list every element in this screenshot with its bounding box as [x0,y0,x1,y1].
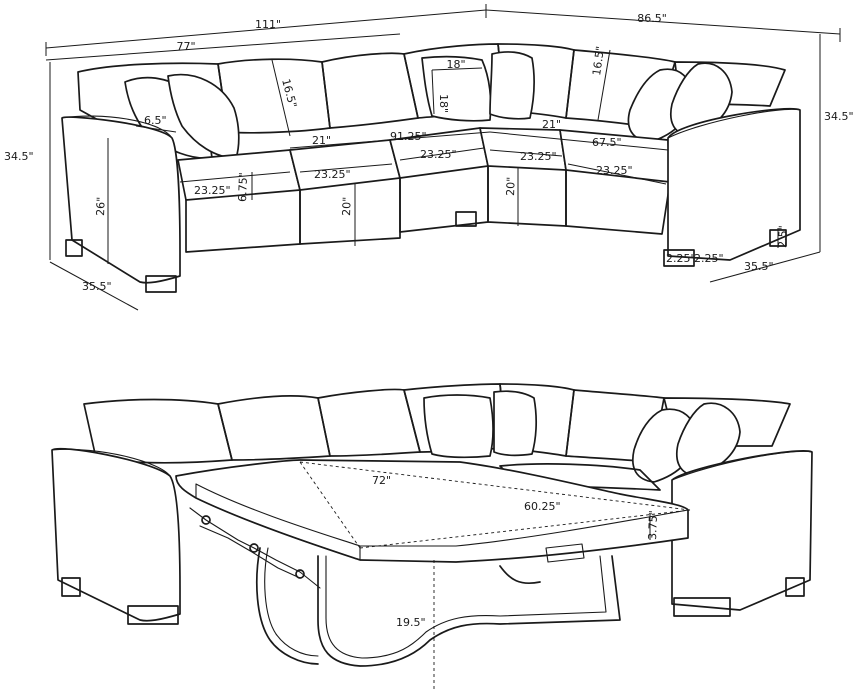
dim-line-mattress-diagonal [359,509,691,549]
throw-pillow-center-1 [421,55,492,122]
throw-pillow-center-2 [489,51,536,120]
label-seat-cushion-5: 23.25" [596,164,633,177]
label-height-left: 34.5" [4,150,34,163]
label-depth-right: 35.5" [744,260,774,273]
sleeper-mechanism [189,507,321,589]
label-inner-left: 91.25" [390,130,427,143]
label-seat-height-corner: 20" [504,177,518,197]
seat-cushion-4 [479,127,567,171]
label-seat-cushion-1: 23.25" [194,184,231,197]
right-arm-top [667,108,801,139]
label-seat-cushion-4: 23.25" [520,150,557,163]
sleeper-left-front-leg [127,605,179,625]
label-leg-height: 2.5" [776,225,790,248]
sleeper-frame-rail [499,565,541,585]
sleeper-frame-leg-side-inner [264,547,319,657]
sectional-base-front-right-2 [565,169,671,235]
sleeper-left-arm [51,447,181,622]
dim-line-pillow-height [431,69,435,115]
sleeper-hinge-2 [249,543,259,553]
dim-line-seat-1 [179,171,291,183]
left-arm [61,116,181,284]
left-front-leg [145,275,177,293]
sleeper-hinge-1 [201,515,211,525]
sleeper-pillow-center-2 [493,390,538,457]
left-arm-top [61,115,173,139]
sleeper-mattress [175,459,689,563]
label-mattress-width: 60.25" [524,500,561,513]
dim-line-pillow-width [431,67,483,71]
sleeper-pillow-center-1 [423,394,494,459]
back-cushion-left-2 [321,52,419,129]
sectional-base-front-right [487,165,567,227]
dim-line-seat-3 [399,147,485,161]
right-front-leg [663,249,695,267]
label-arm-width: 6.5" [144,114,167,127]
sleeper-drawing: 72" 60.25" 3.75" 19.5" [51,383,813,690]
label-cushion-thickness: 6.75" [236,172,250,202]
left-back-leg [65,239,83,257]
label-leg-width-a: 2.25" [666,252,696,265]
sleeper-hinge-3 [295,569,305,579]
dim-line-back-height-left [271,59,291,137]
right-arm [667,107,801,261]
sleeper-back-cushion-1 [83,398,233,464]
label-depth-left: 35.5" [82,280,112,293]
dim-line-depth-left [49,261,139,311]
label-overall-width: 111" [255,18,281,31]
dim-line-arm-width [135,125,177,133]
sleeper-right-front-leg [673,597,731,617]
sleeper-left-back-leg [61,577,81,597]
sleeper-mattress-edge [359,509,689,547]
dim-line-inner-left [289,131,491,149]
dim-line-seat-5 [567,163,667,185]
sleeper-back-cushion-3 [317,388,421,457]
label-back-height-right: 16.5" [590,45,607,76]
label-mattress-thickness: 3.75" [646,510,660,540]
sleeper-right-arm-top [671,450,813,481]
sleeper-right-back-leg [785,577,805,597]
sleeper-back-cushion-2 [217,395,331,461]
sleeper-frame-leg-front [317,555,621,667]
label-bed-height: 19.5" [396,616,426,629]
right-far-leg [455,211,477,227]
label-seat-cushion-2: 23.25" [314,168,351,181]
dim-line-seat-4 [489,149,563,157]
dim-line-back-height-right [597,49,611,121]
label-inner-right: 67.5" [592,136,622,149]
sleeper-left-arm-top [51,448,171,477]
label-height-right: 34.5" [824,110,854,123]
label-overall-depth: 86.5" [637,12,667,25]
sleeper-mattress-handle [545,543,585,563]
label-seat-height: 20" [340,197,354,217]
label-left-section: 77" [176,40,195,53]
label-back-cushion-right: 21" [542,118,561,131]
dim-line-overall-width [45,9,487,49]
sleeper-frame-leg-inner [325,555,607,659]
label-mattress-length: 72" [372,474,391,487]
sectional-drawing: 111" 86.5" 77" 34.5" 34.5" 35.5" 35.5" 1… [4,4,854,311]
label-pillow-width: 18" [446,58,465,71]
label-leg-width-b: 2.25" [694,252,724,265]
label-arm-height: 26" [94,197,108,217]
label-pillow-height: 18" [437,94,450,113]
dim-line-inner-right [489,131,669,151]
dim-line-seat-2 [299,163,393,173]
label-back-cushion-left: 21" [312,134,331,147]
dim-line-right-depth [485,9,841,35]
sleeper-frame-leg-side [256,547,319,665]
sleeper-right-arm [671,450,813,611]
dim-line-left-section [45,33,401,61]
dim-line-depth-right [709,251,821,283]
label-seat-cushion-3: 23.25" [420,148,457,161]
